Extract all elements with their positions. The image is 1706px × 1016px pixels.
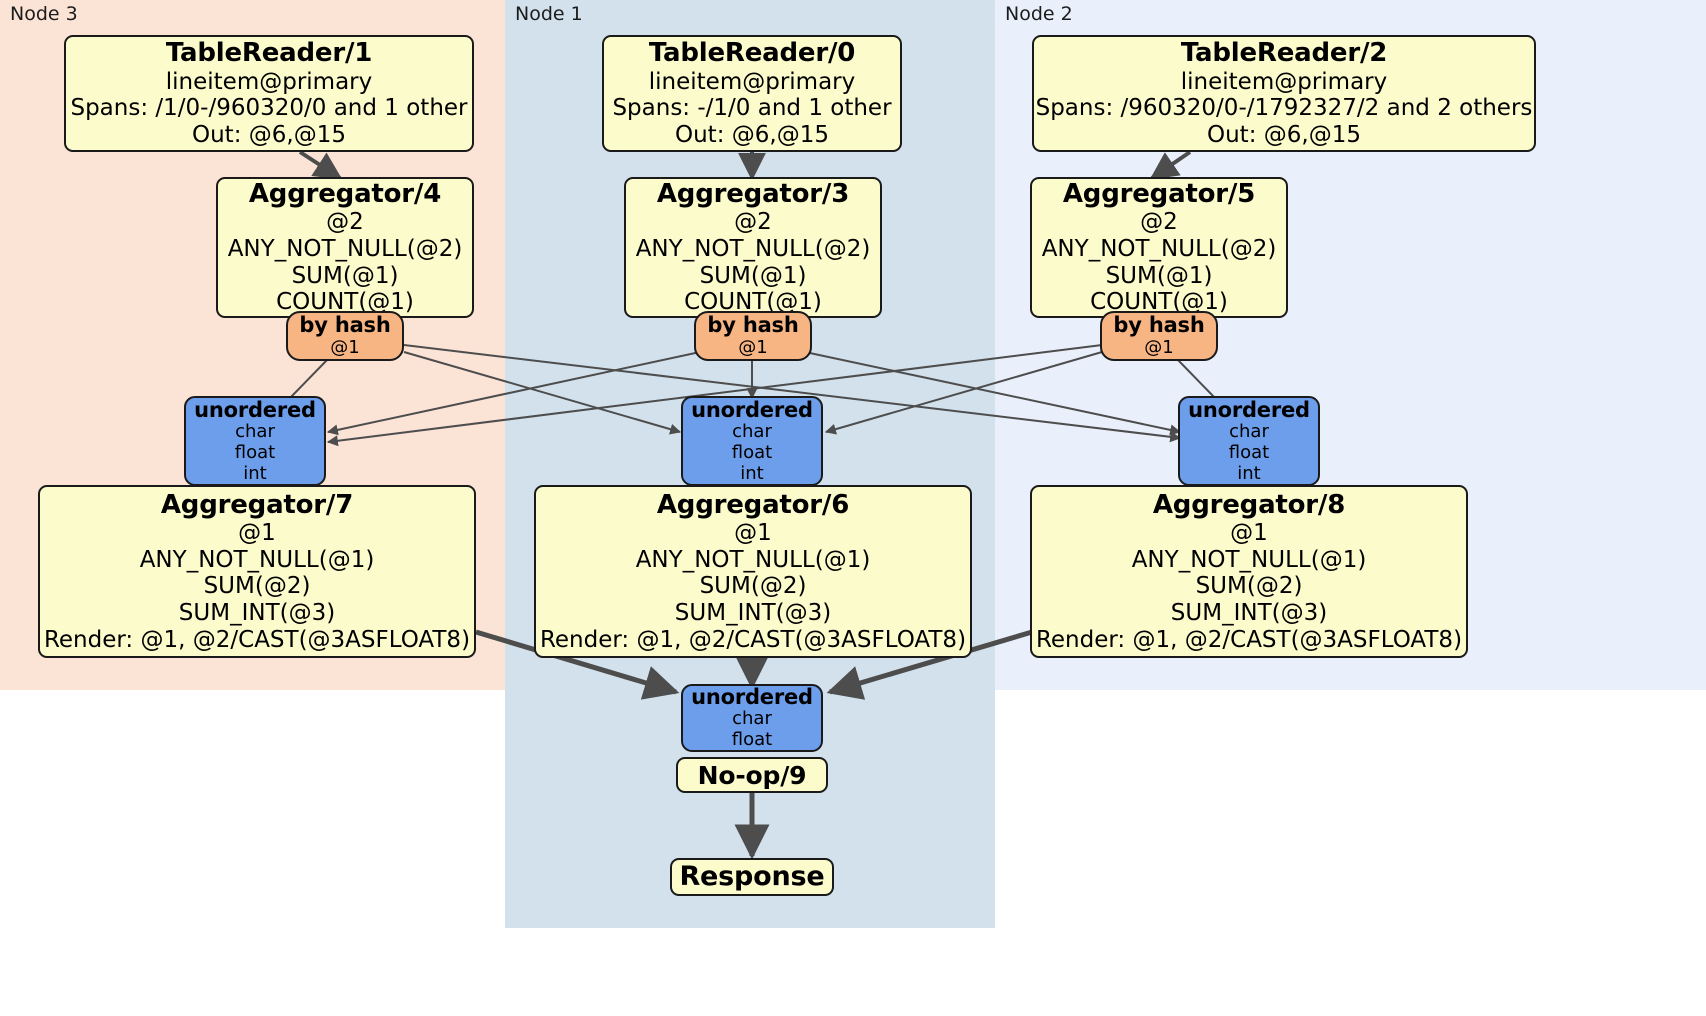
synchronizer-line: char — [732, 708, 772, 730]
processor-line: Out: @6,@15 — [192, 121, 346, 148]
processor-line: SUM(@1) — [291, 262, 399, 289]
synchronizer-line: int — [740, 462, 764, 484]
synchronizer-line: float — [1228, 441, 1270, 463]
processor-title: Aggregator/5 — [1062, 179, 1256, 210]
router-line: @1 — [330, 336, 360, 358]
processor-line: lineitem@primary — [165, 68, 373, 95]
processor-table-reader-2[interactable]: TableReader/2 lineitem@primary Spans: /9… — [1032, 35, 1536, 152]
processor-table-reader-0[interactable]: TableReader/0 lineitem@primary Spans: -/… — [602, 35, 902, 152]
processor-line: Spans: /960320/0-/1792327/2 and 2 others — [1035, 95, 1533, 122]
processor-line: Out: @6,@15 — [1207, 121, 1361, 148]
processor-line: Render: @1, @2/CAST(@3ASFLOAT8) — [1035, 626, 1463, 653]
router-line: @1 — [738, 336, 768, 358]
synchronizer-title: unordered — [1188, 397, 1310, 422]
processor-line: SUM_INT(@3) — [178, 599, 336, 626]
processor-title: Aggregator/4 — [248, 179, 442, 210]
processor-line: ANY_NOT_NULL(@2) — [227, 235, 463, 262]
router-by-hash-node-1[interactable]: by hash @1 — [694, 311, 812, 361]
processor-aggregator-5[interactable]: Aggregator/5 @2 ANY_NOT_NULL(@2) SUM(@1)… — [1030, 177, 1288, 318]
processor-line: ANY_NOT_NULL(@2) — [1041, 235, 1277, 262]
processor-line: SUM(@2) — [203, 573, 311, 600]
synchronizer-line: char — [235, 420, 275, 442]
processor-line: @1 — [238, 519, 276, 546]
router-title: by hash — [299, 313, 391, 338]
processor-title: No-op/9 — [697, 760, 807, 790]
processor-line: ANY_NOT_NULL(@2) — [635, 235, 871, 262]
processor-aggregator-6[interactable]: Aggregator/6 @1 ANY_NOT_NULL(@1) SUM(@2)… — [534, 485, 972, 658]
processor-line: ANY_NOT_NULL(@1) — [635, 546, 871, 573]
processor-line: lineitem@primary — [648, 68, 856, 95]
panel-node-3-label: Node 3 — [10, 3, 78, 25]
synchronizer-line: char — [1229, 420, 1269, 442]
processor-title: TableReader/1 — [165, 38, 373, 69]
panel-node-1-label: Node 1 — [515, 3, 583, 25]
processor-line: SUM(@1) — [699, 262, 807, 289]
processor-title: Response — [679, 861, 825, 893]
processor-line: lineitem@primary — [1180, 68, 1388, 95]
processor-title: Aggregator/6 — [656, 489, 850, 520]
synchronizer-unordered-node-3[interactable]: unordered char float int — [184, 396, 326, 486]
processor-response[interactable]: Response — [670, 858, 834, 896]
synchronizer-unordered-node-1[interactable]: unordered char float int — [681, 396, 823, 486]
processor-line: SUM(@1) — [1105, 262, 1213, 289]
synchronizer-line: float — [731, 729, 773, 751]
panel-node-2-label: Node 2 — [1005, 3, 1073, 25]
synchronizer-title: unordered — [691, 684, 813, 709]
processor-no-op-9[interactable]: No-op/9 — [676, 757, 828, 793]
processor-line: Render: @1, @2/CAST(@3ASFLOAT8) — [539, 626, 967, 653]
processor-line: Out: @6,@15 — [675, 121, 829, 148]
synchronizer-line: int — [1237, 462, 1261, 484]
processor-line: COUNT(@1) — [1090, 289, 1228, 316]
processor-title: TableReader/0 — [648, 38, 856, 69]
synchronizer-title: unordered — [691, 397, 813, 422]
processor-line: Spans: /1/0-/960320/0 and 1 other — [70, 95, 468, 122]
processor-line: SUM_INT(@3) — [1170, 599, 1328, 626]
processor-line: COUNT(@1) — [276, 289, 414, 316]
processor-line: @2 — [734, 209, 772, 236]
router-title: by hash — [707, 313, 799, 338]
processor-aggregator-8[interactable]: Aggregator/8 @1 ANY_NOT_NULL(@1) SUM(@2)… — [1030, 485, 1468, 658]
router-line: @1 — [1144, 336, 1174, 358]
processor-line: ANY_NOT_NULL(@1) — [139, 546, 375, 573]
processor-aggregator-3[interactable]: Aggregator/3 @2 ANY_NOT_NULL(@2) SUM(@1)… — [624, 177, 882, 318]
processor-line: ANY_NOT_NULL(@1) — [1131, 546, 1367, 573]
synchronizer-line: float — [234, 441, 276, 463]
processor-title: Aggregator/3 — [656, 179, 850, 210]
processor-aggregator-7[interactable]: Aggregator/7 @1 ANY_NOT_NULL(@1) SUM(@2)… — [38, 485, 476, 658]
processor-line: Render: @1, @2/CAST(@3ASFLOAT8) — [43, 626, 471, 653]
processor-line: @1 — [1230, 519, 1268, 546]
synchronizer-line: int — [243, 462, 267, 484]
synchronizer-line: char — [732, 420, 772, 442]
processor-title: Aggregator/8 — [1152, 489, 1346, 520]
processor-line: @1 — [734, 519, 772, 546]
synchronizer-line: float — [731, 441, 773, 463]
synchronizer-title: unordered — [194, 397, 316, 422]
processor-title: Aggregator/7 — [160, 489, 354, 520]
processor-line: SUM_INT(@3) — [674, 599, 832, 626]
processor-line: Spans: -/1/0 and 1 other — [612, 95, 892, 122]
processor-line: SUM(@2) — [1195, 573, 1303, 600]
processor-line: @2 — [1140, 209, 1178, 236]
router-by-hash-node-2[interactable]: by hash @1 — [1100, 311, 1218, 361]
synchronizer-unordered-final[interactable]: unordered char float — [681, 684, 823, 752]
router-by-hash-node-3[interactable]: by hash @1 — [286, 311, 404, 361]
processor-line: SUM(@2) — [699, 573, 807, 600]
processor-table-reader-1[interactable]: TableReader/1 lineitem@primary Spans: /1… — [64, 35, 474, 152]
processor-line: COUNT(@1) — [684, 289, 822, 316]
processor-title: TableReader/2 — [1180, 38, 1388, 69]
synchronizer-unordered-node-2[interactable]: unordered char float int — [1178, 396, 1320, 486]
router-title: by hash — [1113, 313, 1205, 338]
processor-aggregator-4[interactable]: Aggregator/4 @2 ANY_NOT_NULL(@2) SUM(@1)… — [216, 177, 474, 318]
processor-line: @2 — [326, 209, 364, 236]
